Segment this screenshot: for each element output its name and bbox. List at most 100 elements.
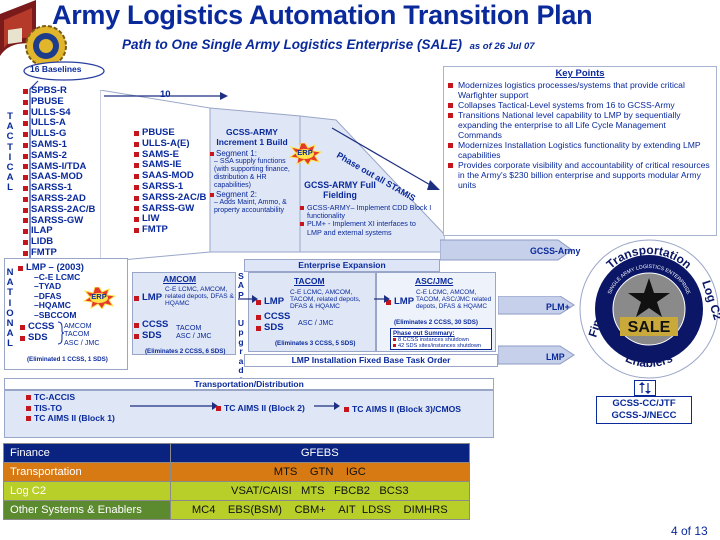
- national-site-item: TACOM: [64, 329, 90, 339]
- transport-header: Transportation/Distribution: [4, 378, 494, 390]
- ten-system-item: SARSS-GW: [134, 203, 206, 215]
- phaseout-item: 8 CCSS instances shutdown: [393, 337, 489, 343]
- enterprise-expansion-header: Enterprise Expansion: [244, 259, 440, 272]
- tacom-site: ASC / JMC: [298, 318, 334, 327]
- transition-flow: [100, 90, 445, 263]
- national-sub-item: –HQAMC: [34, 300, 71, 311]
- national-ccss-sds: CCSS SDS: [20, 321, 54, 344]
- tacom-panel: [248, 272, 376, 352]
- tacom-lmp: LMP: [256, 296, 284, 308]
- amcom-panel: [132, 272, 236, 355]
- national-site-item: ASC / JMC: [64, 337, 100, 347]
- table-row-value: MTS GTN IGC: [169, 462, 471, 482]
- lmp-progression-arrows: [238, 295, 390, 303]
- table-row-label: Log C2: [3, 481, 171, 501]
- transport-arrows: [130, 402, 340, 410]
- national-eliminated: (Eliminated 1 CCSS, 1 SDS): [27, 356, 108, 363]
- plm-label: PLM+: [546, 302, 570, 312]
- tacom-ccss-sds: CCSS SDS: [256, 311, 290, 334]
- ascjmc-title: ASC/JMC: [415, 276, 454, 286]
- erp-label-national: ERP: [91, 292, 107, 301]
- tactical-system-item: SARSS-2AD: [23, 193, 95, 205]
- key-point-item: Provides corporate visibility and accoun…: [448, 160, 712, 190]
- tactical-system-item: ILAP: [23, 226, 95, 237]
- ten-count: 10: [160, 89, 171, 100]
- starburst-icon: [288, 142, 323, 166]
- tactical-system-item: ULLS-G: [23, 128, 95, 140]
- erp-badge-top: ERP: [288, 142, 323, 166]
- transport-item: TC-ACCIS: [26, 392, 115, 403]
- full-fielding-title: GCSS-ARMY Full Fielding: [304, 180, 376, 200]
- starburst-icon: [82, 286, 117, 310]
- tactical-system-item: SARSS-1: [23, 182, 95, 194]
- national-sub-item: –DFAS: [34, 290, 62, 301]
- segment2-label: Segment 2:: [210, 190, 294, 199]
- ten-system-item: SAMS-E: [134, 149, 206, 161]
- segment2-detail: – Adds Maint, Ammo, & property accountab…: [214, 199, 287, 214]
- transport-panel: [4, 390, 494, 438]
- sale-center-label: SALE: [628, 319, 671, 336]
- page-title: Army Logistics Automation Transition Pla…: [52, 0, 593, 30]
- ten-system-item: SAAS-MOD: [134, 170, 206, 182]
- table-row-value: GFEBS: [169, 443, 471, 463]
- erp-label-top: ERP: [297, 148, 313, 157]
- key-point-item: Transitions National level capability to…: [448, 110, 712, 140]
- ring-bottom-label: Enablers: [623, 351, 675, 370]
- key-point-item: Modernizes Installation Logistics functi…: [448, 140, 712, 160]
- tactical-system-item: PBUSE: [23, 96, 95, 108]
- tactical-system-item: ULLS-S4: [23, 107, 95, 119]
- tacom-eliminated: (Eliminates 3 CCSS, 5 SDS): [275, 340, 356, 347]
- table-row-label: Other Systems & Enablers: [3, 500, 171, 520]
- segment1-detail: – SSA supply functions (with supporting …: [214, 158, 290, 189]
- ten-system-item: SAMS-IE: [134, 160, 206, 171]
- tactical-system-item: SAMS-1: [23, 139, 95, 151]
- plm-lmp-arrows: [498, 296, 575, 365]
- sale-ring-logo: SALE Transportation SINGLE ARMY LOGISTIC…: [579, 239, 720, 379]
- ascjmc-eliminated: (Eliminates 2 CCSS, 30 SDS): [394, 319, 478, 326]
- table-row-value: VSAT/CAISI MTS FBCB2 BCS3: [169, 481, 471, 501]
- sap-upgrade-label: SAPUpgrade: [237, 271, 245, 384]
- phase-out-arrow: [331, 127, 440, 190]
- key-point-item: Collapses Tactical-Level systems from 16…: [448, 100, 712, 110]
- tactical-system-item: SPBS-R: [23, 85, 95, 97]
- segment1-label: Segment 1:: [210, 149, 294, 158]
- erp-badge-national: ERP: [82, 286, 117, 310]
- amcom-ccss-sds: CCSS SDS: [134, 319, 168, 342]
- gcss-cc-line2: GCSS-J/NECC: [611, 410, 677, 421]
- amcom-title: AMCOM: [163, 274, 197, 284]
- national-brace: [57, 321, 65, 345]
- national-site-item: AMCOM: [64, 321, 92, 330]
- baselines-label: 16 Baselines: [30, 64, 82, 74]
- national-panel: [4, 258, 128, 370]
- phaseout-summary-title: Phase out Summary:: [393, 330, 455, 337]
- national-lmp: LMP – (2003): [18, 262, 84, 274]
- ascjmc-lmp-detail: C-E LCMC, AMCOM, TACOM, ASC/JMC related …: [416, 289, 492, 310]
- national-sublist: –C-E LCMC–TYAD–DFAS–HQAMC–SBCCOM: [34, 272, 80, 320]
- tactical-system-item: LIDB: [23, 236, 95, 248]
- gear-seal-icon: [25, 25, 67, 67]
- amcom-eliminated: (Eliminates 2 CCSS, 6 SDS): [145, 348, 226, 355]
- table-row-label: Finance: [3, 443, 171, 463]
- tactical-system-item: SARSS-GW: [23, 215, 95, 227]
- amcom-lmp-detail: C-E LCMC, AMCOM, related depots, DFAS & …: [165, 286, 234, 308]
- full-fielding-panel: GCSS-ARMY Full Fielding GCSS-ARMY– Imple…: [300, 180, 432, 237]
- ten-system-item: SARSS-1: [134, 181, 206, 193]
- increment1-title: GCSS-ARMY Increment 1 Build: [216, 127, 288, 147]
- gcss-army-arrow: [440, 239, 573, 261]
- tacom-title: TACOM: [294, 276, 325, 286]
- full-fielding-item: GCSS-ARMY– Implement CDD Block I functio…: [300, 203, 432, 220]
- tactical-system-item: SARSS-2AC/B: [23, 204, 95, 216]
- tactical-system-item: SAMS-2: [23, 150, 95, 162]
- subtitle-date: as of 26 Jul 07: [469, 41, 535, 52]
- bidirectional-arrow-icon: [634, 380, 656, 396]
- gcss-cc-box: GCSS-CC/JTF GCSS-J/NECC: [596, 396, 692, 424]
